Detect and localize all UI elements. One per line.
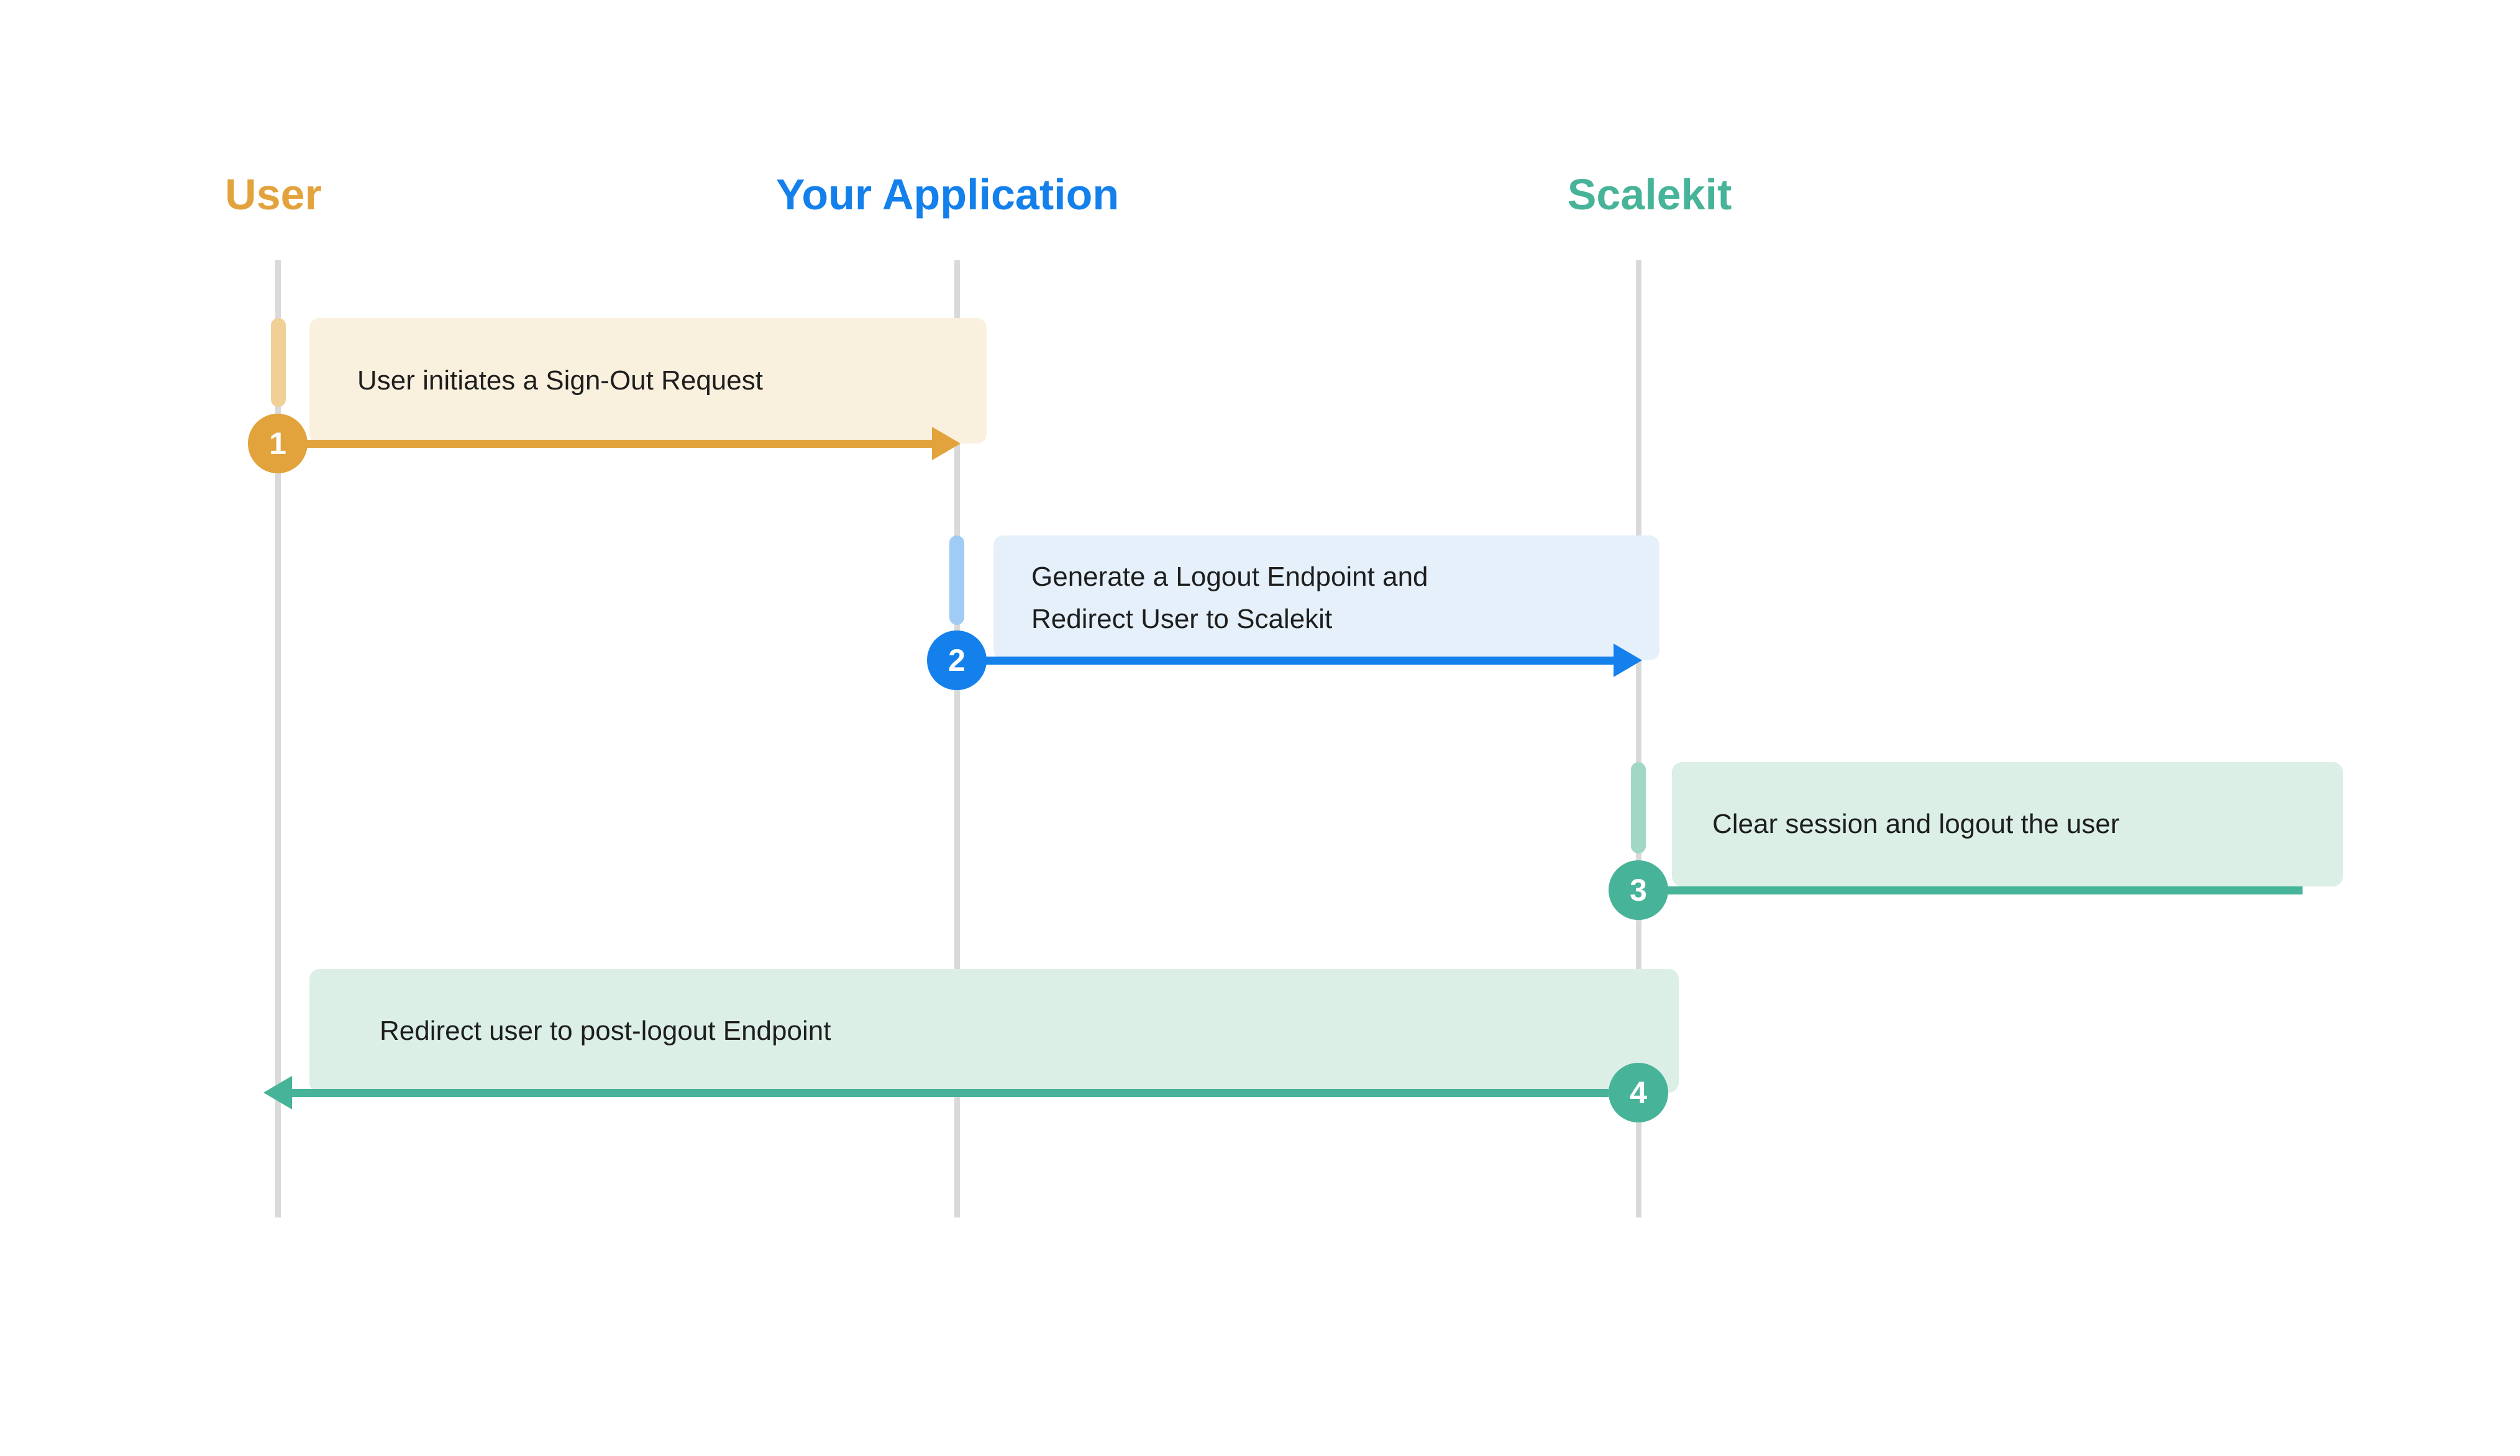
lifeline-user xyxy=(275,260,281,1217)
message-text-step-2-line-2: Redirect User to Scalekit xyxy=(1031,603,1333,634)
message-line-step-3 xyxy=(1638,886,2303,894)
actor-label-user: User xyxy=(225,170,322,219)
message-text-step-3: Clear session and logout the user xyxy=(1712,809,2120,839)
arrowhead-right-step-1 xyxy=(932,427,961,460)
message-text-step-2-line-1: Generate a Logout Endpoint and xyxy=(1031,561,1428,592)
message-box-step-2: Generate a Logout Endpoint and Redirect … xyxy=(993,535,1659,660)
actor-label-scalekit: Scalekit xyxy=(1567,170,1732,219)
message-arrow-step-2 xyxy=(957,657,1614,665)
step-badge-4: 4 xyxy=(1609,1063,1668,1122)
step-badge-3: 3 xyxy=(1609,860,1668,920)
message-box-step-1: User initiates a Sign-Out Request xyxy=(309,318,987,444)
lifeline-scalekit xyxy=(1636,260,1641,1217)
activation-bar-step-2 xyxy=(949,535,964,625)
step-number-1: 1 xyxy=(269,426,286,461)
actor-label-your-application: Your Application xyxy=(775,170,1120,219)
message-arrow-step-1 xyxy=(278,440,933,448)
step-badge-2: 2 xyxy=(927,630,987,690)
step-number-4: 4 xyxy=(1630,1075,1647,1110)
message-text-step-1: User initiates a Sign-Out Request xyxy=(357,365,763,396)
message-text-step-4: Redirect user to post-logout Endpoint xyxy=(380,1015,831,1046)
lifeline-your-application xyxy=(954,260,960,1217)
step-number-2: 2 xyxy=(948,643,966,678)
arrowhead-left-step-4 xyxy=(263,1076,292,1109)
activation-bar-step-3 xyxy=(1631,762,1646,853)
activation-bar-step-1 xyxy=(271,318,286,407)
step-number-3: 3 xyxy=(1630,873,1647,908)
step-badge-1: 1 xyxy=(248,414,308,473)
arrowhead-right-step-2 xyxy=(1614,644,1642,677)
message-box-step-4: Redirect user to post-logout Endpoint xyxy=(309,969,1679,1093)
message-arrow-step-4 xyxy=(291,1089,1609,1097)
message-box-step-3: Clear session and logout the user xyxy=(1672,762,2343,886)
